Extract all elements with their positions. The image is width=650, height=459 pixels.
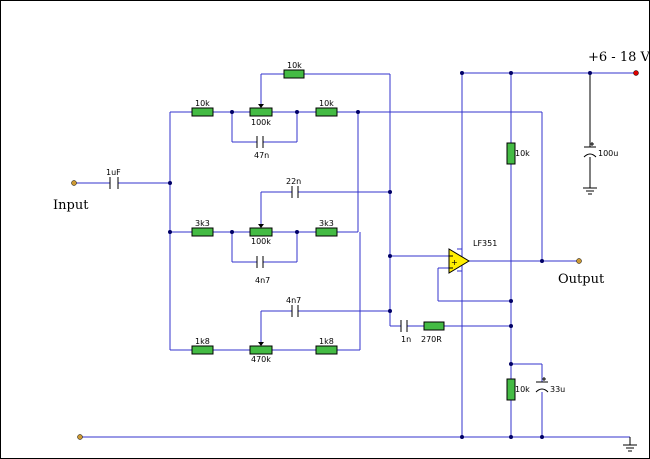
label-r-low-left: 1k8 — [195, 337, 210, 346]
pot-low — [249, 345, 273, 355]
label-r-low-right: 1k8 — [319, 337, 334, 346]
pot-wipers — [258, 104, 264, 346]
svg-text:+: + — [451, 258, 458, 267]
input-label: Input — [53, 198, 89, 213]
label-r-out: 270R — [421, 335, 442, 344]
label-pot-mid: 100k — [251, 237, 271, 246]
label-r-high-left: 10k — [195, 99, 210, 108]
label-pot-low: 470k — [251, 355, 271, 364]
label-r-top: 10k — [287, 61, 302, 70]
label-r-bias-top: 10k — [515, 149, 530, 158]
pot-high — [249, 107, 273, 117]
resistor-bias-top — [506, 142, 516, 165]
supply-label: +6 - 18 V — [588, 50, 650, 65]
opamp-label: LF351 — [473, 239, 497, 248]
label-c-bias: 33u — [550, 385, 565, 394]
supply-terminal — [633, 70, 639, 76]
junctions — [168, 71, 592, 439]
label-r-mid-left: 3k3 — [195, 219, 210, 228]
resistor-high-left — [191, 107, 214, 117]
resistor-top-10k — [283, 69, 305, 79]
label-r-mid-right: 3k3 — [319, 219, 334, 228]
resistor-mid-right — [315, 227, 338, 237]
label-pot-high: 100k — [251, 118, 271, 127]
label-c-high: 47n — [254, 151, 269, 160]
pot-mid — [249, 227, 273, 237]
ground-terminal — [77, 434, 83, 440]
input-terminal — [71, 180, 77, 186]
label-c-mid: 4n7 — [255, 276, 270, 285]
capacitors — [109, 136, 597, 393]
label-r-high-right: 10k — [319, 99, 334, 108]
output-label: Output — [558, 272, 605, 287]
labels: +6 - 18 V Input Output LF351 10k 10k 100… — [53, 50, 650, 394]
resistor-low-left — [191, 345, 214, 355]
resistor-mid-left — [191, 227, 214, 237]
wires — [75, 72, 636, 438]
label-c-mid-top: 22n — [286, 177, 301, 186]
label-c-out1: 1n — [401, 335, 411, 344]
output-terminal — [576, 258, 582, 264]
resistor-out-270r — [423, 321, 445, 331]
resistor-low-right — [315, 345, 338, 355]
opamp-lf351: + — [448, 248, 470, 274]
resistor-bias-bottom — [506, 378, 516, 401]
label-c-low-top: 4n7 — [286, 296, 301, 305]
label-c-in: 1uF — [106, 168, 121, 177]
ground-symbols — [583, 187, 637, 452]
label-c-supply: 100u — [598, 149, 618, 158]
label-r-bias-bottom: 10k — [515, 385, 530, 394]
resistor-high-right — [315, 107, 338, 117]
